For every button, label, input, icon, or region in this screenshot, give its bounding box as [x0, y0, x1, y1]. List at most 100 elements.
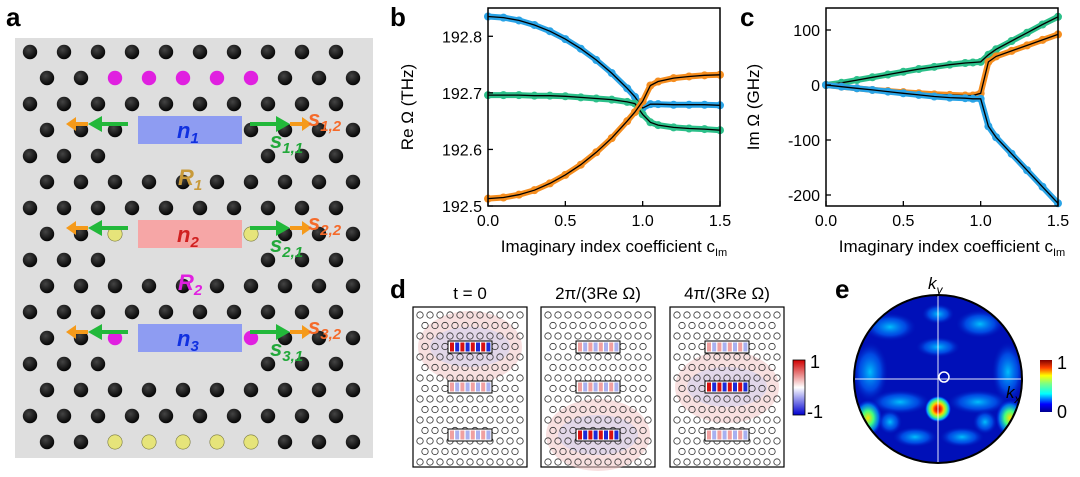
field-stripe: [593, 430, 598, 440]
intensity-lobe: [940, 427, 984, 447]
lattice-hole: [743, 311, 751, 319]
lattice-hole: [693, 458, 701, 466]
lattice-hole: [678, 342, 686, 351]
lattice-hole: [471, 447, 479, 456]
hole: [277, 174, 293, 190]
lattice-hole: [773, 437, 781, 445]
lattice-hole: [569, 321, 577, 330]
field-stripe: [465, 430, 470, 440]
series-band-2: [825, 82, 1061, 206]
lattice-hole: [713, 458, 721, 466]
lattice-hole: [559, 384, 567, 393]
lattice-hole: [579, 363, 587, 372]
x-axis-label: Imaginary index coefficient cIm: [501, 237, 727, 259]
lattice-hole: [516, 332, 524, 340]
lattice-hole: [634, 437, 642, 445]
hole: [39, 278, 55, 294]
field-stripe: [476, 382, 480, 392]
hole: [192, 44, 208, 60]
y-tick-label: 100: [793, 23, 820, 40]
lattice-hole: [718, 405, 726, 414]
lattice-hole: [426, 458, 434, 466]
lattice-hole: [703, 332, 711, 340]
lattice-hole: [733, 311, 741, 319]
green-arrow-left: [88, 324, 128, 340]
panel-c-label: c: [740, 2, 754, 32]
lattice-hole: [629, 405, 637, 414]
lattice-hole: [486, 332, 494, 340]
field-stripe: [583, 382, 588, 392]
lattice-hole: [516, 395, 524, 403]
lattice-hole: [723, 395, 731, 403]
hole: [22, 200, 38, 216]
lattice-hole: [688, 342, 696, 351]
lattice-hole: [466, 416, 474, 424]
lattice-hole: [441, 363, 449, 372]
lattice-hole: [634, 416, 642, 424]
output-label-2,1: s2,1: [270, 232, 303, 261]
field-stripe: [604, 382, 608, 392]
lattice-hole: [564, 332, 572, 340]
hole: [158, 200, 174, 216]
lattice-hole: [763, 374, 771, 382]
hole: [328, 200, 344, 216]
lattice-hole: [554, 311, 562, 319]
lattice-hole: [446, 458, 454, 466]
lattice-hole: [544, 416, 552, 424]
lattice-hole: [481, 447, 489, 456]
hole: [226, 408, 242, 424]
lattice-hole: [634, 332, 642, 340]
lattice-hole: [559, 426, 567, 435]
hole: [311, 434, 327, 450]
hole: [311, 226, 327, 242]
hole: [56, 44, 72, 60]
lattice-hole: [758, 363, 766, 372]
lattice-hole: [683, 353, 691, 361]
lattice-hole: [589, 405, 597, 414]
hole: [124, 96, 140, 112]
yellow-hole: [209, 434, 225, 450]
lattice-hole: [644, 332, 652, 340]
lattice-hole: [564, 458, 572, 466]
lattice-hole: [476, 353, 484, 361]
lattice-hole: [768, 426, 776, 435]
fit-line-0: [825, 16, 1059, 86]
lattice-hole: [544, 437, 552, 445]
lattice-hole: [703, 353, 711, 361]
lattice-hole: [639, 426, 647, 435]
resonator-two: [138, 220, 242, 248]
lattice-hole: [544, 458, 552, 466]
lattice-hole: [501, 426, 509, 435]
lattice-hole: [574, 416, 582, 424]
snapshot-title: 2π/(3Re Ω): [555, 284, 641, 303]
lattice-hole: [693, 374, 701, 382]
fit-line-1: [488, 94, 721, 131]
lattice-hole: [703, 311, 711, 319]
lattice-hole: [763, 416, 771, 424]
lattice-hole: [516, 437, 524, 445]
field-stripe: [486, 430, 491, 440]
lattice-hole: [486, 311, 494, 319]
hole: [328, 252, 344, 268]
lattice-hole: [634, 395, 642, 403]
lattice-hole: [491, 405, 499, 414]
hole: [345, 226, 361, 242]
lattice-hole: [511, 363, 519, 372]
y-tick-label: 192.6: [442, 142, 482, 159]
lattice-hole: [678, 405, 686, 414]
lattice-hole: [693, 332, 701, 340]
field-stripe: [738, 382, 743, 392]
lattice-hole: [634, 374, 642, 382]
lattice-hole: [683, 416, 691, 424]
y-tick-label: 192.5: [442, 199, 482, 216]
lattice-hole: [426, 416, 434, 424]
lattice-hole: [683, 311, 691, 319]
hole: [226, 200, 242, 216]
lattice-hole: [743, 416, 751, 424]
lattice-hole: [733, 353, 741, 361]
hole: [73, 330, 89, 346]
light-cone-marker: [938, 371, 950, 383]
lattice-hole: [456, 458, 464, 466]
